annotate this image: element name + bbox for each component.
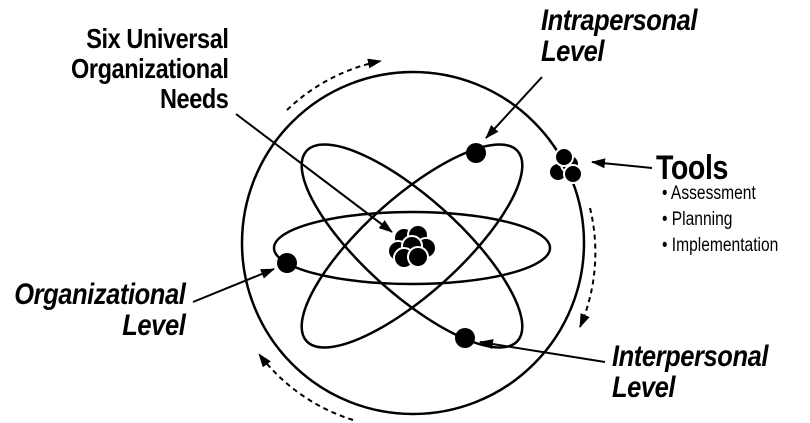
intrapersonal-label-line-1: Intrapersonal	[541, 4, 698, 37]
core-label-line-1: Six Universal	[85, 23, 229, 54]
tools-item-planning: Planning	[662, 207, 778, 233]
organizational-label-line-2: Level	[121, 309, 186, 342]
core-label: Six Universal Organizational Needs	[70, 23, 229, 114]
tools-title: Tools	[656, 149, 728, 187]
rotation-arrow-bottom	[258, 353, 354, 421]
electron-organizational	[277, 253, 297, 273]
nucleus-cluster	[387, 224, 437, 269]
pointer-interpersonal	[479, 339, 606, 363]
tools-list: Assessment Planning Implementation	[662, 181, 778, 259]
tools-cluster	[548, 147, 583, 184]
pointer-intrapersonal	[485, 76, 543, 139]
intrapersonal-label-line-2: Level	[541, 35, 605, 68]
organizational-label: Organizational Level	[13, 278, 186, 342]
interpersonal-label-line-2: Level	[612, 371, 676, 404]
pointer-core	[235, 113, 393, 233]
core-label-line-3: Needs	[159, 83, 229, 114]
tools-item-implementation: Implementation	[662, 233, 779, 259]
orbit-horizontal	[272, 210, 552, 286]
orbit-diagonal-a	[300, 143, 524, 349]
rotation-arrow-right	[579, 207, 597, 328]
orbit-diagonal-b	[300, 143, 524, 349]
tools-item-assessment: Assessment	[662, 181, 778, 207]
interpersonal-label: Interpersonal Level	[612, 341, 768, 403]
outer-circle	[240, 70, 586, 416]
electron-interpersonal	[455, 328, 475, 348]
intrapersonal-label: Intrapersonal Level	[541, 5, 697, 67]
electron-intrapersonal	[466, 143, 486, 163]
core-label-line-2: Organizational	[70, 53, 229, 84]
interpersonal-label-line-1: Interpersonal	[612, 340, 769, 373]
pointer-organizational	[192, 268, 275, 303]
pointer-tools	[591, 158, 653, 169]
organizational-label-line-1: Organizational	[13, 278, 186, 311]
rotation-arrow-top	[286, 58, 382, 111]
